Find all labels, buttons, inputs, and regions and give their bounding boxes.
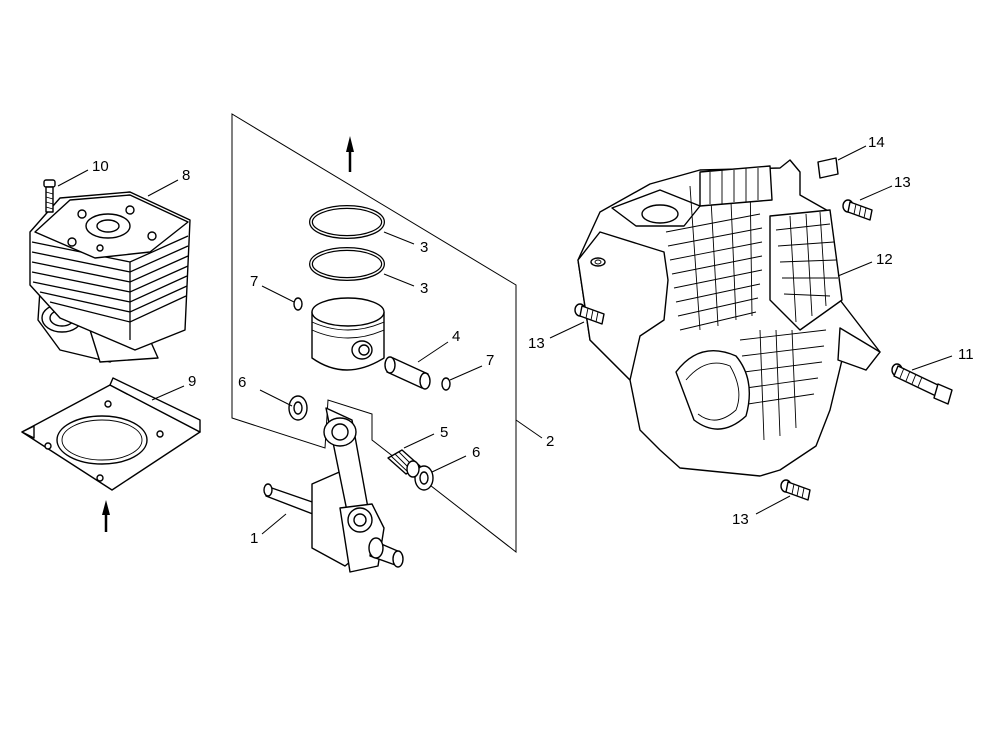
callout-2: 2 (546, 433, 554, 450)
direction-arrow-upper (346, 136, 354, 172)
callout-6-right: 6 (472, 444, 480, 461)
piston-kit-panel (231, 113, 517, 554)
direction-arrow-lower (102, 500, 110, 532)
housing-screw-top-part[interactable] (842, 199, 873, 221)
gasket-part[interactable] (21, 377, 201, 491)
thrust-washer-left-part[interactable] (288, 395, 308, 421)
housing-screw-left-part[interactable] (574, 303, 605, 325)
callout-7-left: 7 (250, 273, 258, 290)
callout-13-bottom: 13 (732, 511, 749, 528)
cylinder-part[interactable] (29, 191, 191, 363)
callout-13-top: 13 (894, 174, 911, 191)
label-sticker-part[interactable] (817, 157, 839, 179)
piston-part[interactable] (311, 297, 385, 371)
cylinder-bolt-part[interactable] (43, 179, 56, 213)
callout-3-upper: 3 (420, 239, 428, 256)
piston-ring-lower-part[interactable] (309, 247, 385, 281)
callout-14: 14 (868, 134, 885, 151)
housing-screw-bottom-part[interactable] (780, 479, 811, 501)
wrist-pin-part[interactable] (384, 356, 431, 390)
piston-ring-upper-part[interactable] (309, 205, 385, 239)
thrust-washer-right-part[interactable] (414, 465, 434, 491)
callout-4: 4 (452, 328, 460, 345)
callout-12: 12 (876, 251, 893, 268)
callout-7-right: 7 (486, 352, 494, 369)
callout-6-left: 6 (238, 374, 246, 391)
callout-11: 11 (958, 346, 974, 363)
fan-housing-part[interactable] (577, 159, 881, 477)
needle-bearing-part[interactable] (387, 449, 421, 478)
callout-5: 5 (440, 424, 448, 441)
callout-1: 1 (250, 530, 258, 547)
callout-8: 8 (182, 167, 190, 184)
callout-labels: 1 2 3 3 4 5 6 6 7 7 8 9 10 11 12 13 13 1… (92, 134, 974, 547)
leader-lines (57, 145, 953, 535)
crankshaft-part[interactable] (263, 407, 404, 573)
callout-3-lower: 3 (420, 280, 428, 297)
circlip-right-part[interactable] (441, 377, 451, 391)
circlip-left-part[interactable] (293, 297, 303, 311)
callout-9: 9 (188, 373, 196, 390)
long-screw-part[interactable] (891, 363, 953, 405)
callout-10: 10 (92, 158, 109, 175)
callout-13-left: 13 (528, 335, 545, 352)
